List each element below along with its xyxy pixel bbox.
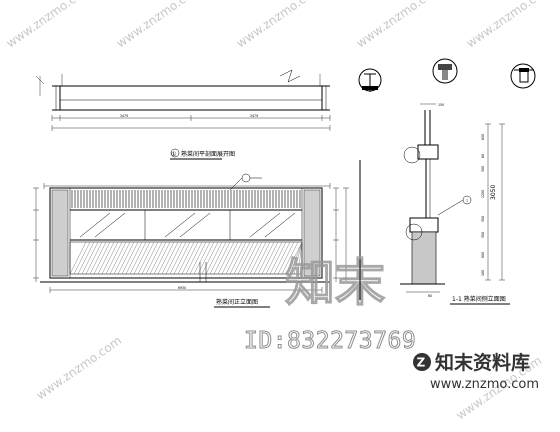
cabinet-hatch [69,241,303,275]
side-dim-label: 60 [481,154,485,158]
elevation-title: 熟菜间正立面图 [216,298,258,306]
diagonal-url-5: www.znzmo.com [464,0,554,50]
side-dim-label: 300 [481,232,485,238]
side-section: 1 3050 150 60 1-1 熟菜间侧立面图 650 60 300 1200 30… [359,103,510,305]
watermark-overlay: 知末 ID:832273769 Z 知末资料库 www.znzmo.com [244,253,540,392]
side-dim-label: 300 [481,166,485,172]
plan-title: 熟菜间平剖面展开图 [181,150,235,158]
plan-marker-circle [170,148,180,158]
watermark-url: www.znzmo.com [430,377,539,392]
front-elevation: 6930 熟菜间正立面图 [33,173,349,308]
side-dim-label: 300 [481,216,485,222]
diagonal-url-4: www.znzmo.com [354,0,444,50]
section-detail-circle-1 [403,146,421,164]
diagonal-url-1: www.znzmo.com [4,0,94,50]
watermark-logo-icon: Z [413,353,431,371]
section-cut-label: 1 [466,199,468,203]
side-total-dim: 3050 [490,185,497,200]
detail-bubble-2 [432,58,458,84]
plan-dim-1: 3479 [120,114,128,118]
elevation-bottom-dim: 6930 [178,286,186,290]
watermark-id: ID:832273769 [244,328,416,354]
plan-dim-2: 3479 [250,114,258,118]
diagonal-url-3: www.znzmo.com [234,0,324,50]
diagonal-url-2: www.znzmo.com [114,0,204,50]
elevation-callout-circle [241,173,251,183]
plan-marker: ① [171,151,176,158]
section-detail-circle-2 [405,223,423,241]
top-slats [71,190,301,208]
detail-bubble-3 [510,63,536,89]
watermark-logo-text: 知末资料库 [435,351,530,374]
plan-view: 3479 3479 ① 熟菜间平剖面展开图 [35,69,331,160]
svg-text:Z: Z [417,356,426,370]
section-title: 1-1 熟菜间侧立面图 [452,295,506,303]
side-dim-label: 800 [481,252,485,258]
side-dim-label: 100 [481,270,485,276]
section-dim-bottom: 60 [428,294,432,298]
watermark-big-text: 知末 [285,254,385,312]
side-dim-label: 650 [481,134,485,140]
section-dim-top: 150 [438,103,444,107]
side-dim-label: 1200 [481,190,485,198]
diagonal-url-6: www.znzmo.com [34,333,124,402]
detail-bubbles [358,58,536,92]
